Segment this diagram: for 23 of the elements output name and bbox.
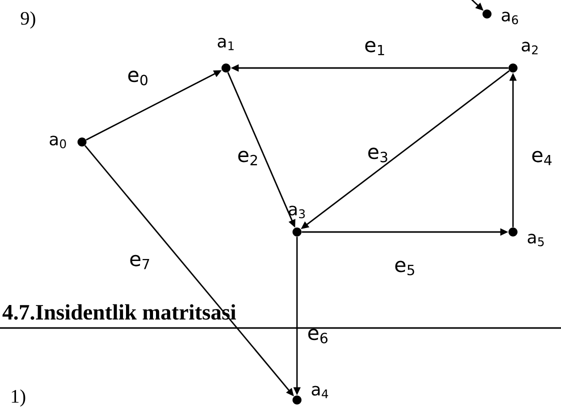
edge-label: e$_{3}$ xyxy=(368,148,388,162)
vertex-label: a$_{1}$ xyxy=(218,38,234,50)
edge-label: e$_{2}$ xyxy=(238,150,257,166)
vertex-dot xyxy=(222,64,230,72)
item-number: 9) xyxy=(20,11,36,29)
vertex-label: a$_{3}$ xyxy=(288,206,305,218)
vertex-label: a$_{2}$ xyxy=(522,42,538,54)
edge-label: e$_{7}$ xyxy=(130,254,150,270)
vertex-label: a$_{4}$ xyxy=(312,386,328,398)
vertex-dot xyxy=(508,64,518,72)
vertex-dot xyxy=(292,228,302,236)
vertex-label: a$_{6}$ xyxy=(502,12,518,24)
edge-label: e$_{5}$ xyxy=(395,260,414,276)
edge-label: e$_{6}$ xyxy=(308,328,328,344)
edge-label: e$_{0}$ xyxy=(128,70,148,86)
vertex-label: a$_{5}$ xyxy=(528,234,544,246)
vertex-dot xyxy=(482,10,492,18)
item-number: 1) xyxy=(12,389,26,407)
vertex-dot xyxy=(508,228,518,236)
edge-label: e$_{1}$ xyxy=(365,40,384,56)
vertex-label: a$_{0}$ xyxy=(50,136,66,148)
vertex-dot xyxy=(78,138,86,146)
edge-label: e$_{4}$ xyxy=(532,150,552,166)
